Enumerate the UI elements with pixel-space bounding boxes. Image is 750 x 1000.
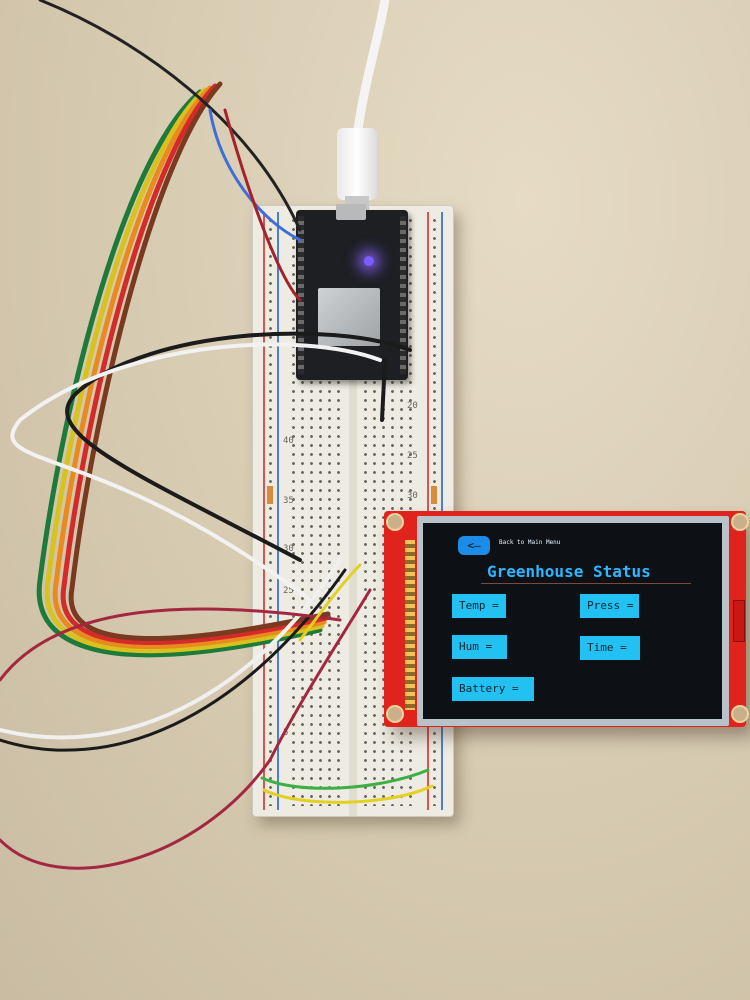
time-field[interactable]: Time = — [580, 636, 640, 660]
yellow-wire — [298, 563, 362, 642]
black-wire — [38, 0, 302, 232]
mount-hole — [731, 705, 749, 723]
power-rail-blue-left — [277, 212, 279, 810]
row-number: 35 — [283, 496, 294, 506]
ribbon-wire — [60, 83, 329, 645]
white-wire — [0, 558, 342, 740]
header-pins — [400, 216, 406, 374]
row-number: 25 — [407, 451, 418, 461]
red-wire — [223, 108, 302, 302]
ribbon-wire — [44, 87, 325, 654]
sd-connector — [733, 600, 745, 642]
ribbon-wire — [68, 81, 331, 641]
resistor — [267, 486, 273, 504]
power-rail-red-left — [263, 212, 265, 810]
hum-field[interactable]: Hum = — [452, 635, 507, 659]
row-number: 20 — [407, 401, 418, 411]
blue-wire — [208, 108, 302, 242]
press-field[interactable]: Press = — [580, 594, 639, 618]
row-number: 25 — [283, 586, 294, 596]
black-wire — [0, 568, 347, 752]
usb-port — [336, 204, 366, 220]
rgb-led — [364, 256, 374, 266]
usb-c-plug — [337, 128, 377, 200]
white-wire — [10, 342, 382, 602]
black-wire — [65, 331, 412, 562]
back-button[interactable]: <— — [458, 536, 490, 555]
resistor — [431, 486, 437, 504]
tft-screen: <— Back to Main Menu Greenhouse Status T… — [423, 523, 722, 719]
title-underline — [481, 583, 691, 584]
maroon-wire — [0, 588, 372, 870]
center-channel — [349, 206, 357, 816]
row-number: 30 — [407, 491, 418, 501]
mount-hole — [386, 705, 404, 723]
screen-title: Greenhouse Status — [487, 562, 651, 581]
mount-hole — [731, 513, 749, 531]
temp-field[interactable]: Temp = — [452, 594, 506, 618]
rail-holes-left — [266, 216, 276, 806]
back-to-main-menu-label: Back to Main Menu — [499, 539, 561, 546]
maroon-wire — [0, 607, 342, 682]
black-wire — [380, 358, 387, 422]
ribbon-wire — [36, 89, 323, 658]
battery-field[interactable]: Battery = — [452, 677, 534, 701]
row-number: 30 — [283, 544, 294, 554]
header-pins — [298, 216, 304, 374]
row-number: 40 — [283, 436, 294, 446]
mount-hole — [386, 513, 404, 531]
yellow-wire — [262, 784, 434, 804]
ribbon-wire — [52, 85, 327, 650]
tft-pin-header — [405, 540, 415, 710]
green-wire — [260, 768, 430, 790]
